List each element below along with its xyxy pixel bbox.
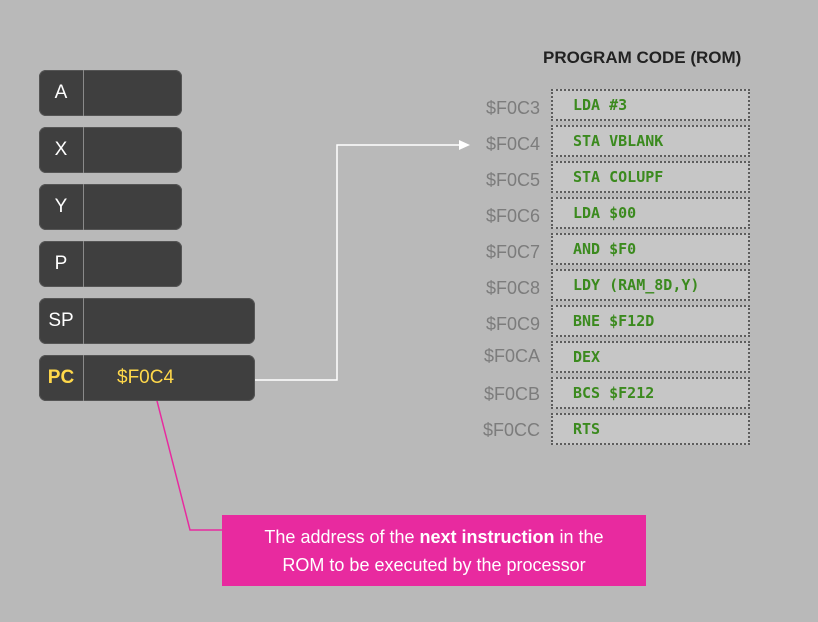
pc-to-rom-arrow [222,144,460,381]
rom-address: $F0C6 [485,206,540,226]
register-sp: SP [39,298,255,344]
register-name: X [39,127,84,173]
rom-instruction: STA VBLANK [551,125,750,157]
pc-value: $F0C4 [117,367,175,388]
pc-to-note-line [155,396,222,531]
note-emphasis: next instruction [419,526,555,547]
register-name: A [39,70,84,116]
rom-instruction: AND $F0 [551,233,750,265]
rom-title: PROGRAM CODE (ROM) [543,48,742,67]
register-name: SP [39,298,84,344]
rom-instruction: RTS [551,413,750,445]
register-name: P [39,241,84,287]
rom-address: $F0CA [483,346,540,366]
register-p: P [39,241,182,287]
rom-address: $F0C4 [485,134,540,154]
rom-instruction: STA COLUPF [551,161,750,193]
rom-address: $F0CB [483,384,540,404]
rom-instruction: LDY (RAM_8D,Y) [551,269,750,301]
register-name: Y [39,184,84,230]
rom-address: $F0C9 [485,314,540,334]
register-a: A [39,70,182,116]
rom-instruction: DEX [551,341,750,373]
register-y: Y [39,184,182,230]
rom-instruction: LDA $00 [551,197,750,229]
register-pc: PC $F0C4 [39,355,255,401]
note-text: The address of the [264,526,420,547]
rom-address: $F0C8 [485,278,540,298]
rom-address: $F0C3 [485,98,540,118]
register-x: X [39,127,182,173]
rom-instruction: LDA #3 [551,89,750,121]
rom-address: $F0CC [482,420,540,440]
register-name: PC [39,355,84,401]
arrow-head-icon [459,140,470,150]
rom-address: $F0C7 [485,242,540,262]
rom-instruction: BNE $F12D [551,305,750,337]
rom-instruction: BCS $F212 [551,377,750,409]
note-text: ROM to be executed by the processor [282,554,586,575]
explanation-callout: The address of the next instruction in t… [222,515,646,586]
rom-address: $F0C5 [485,170,540,190]
note-text: in the [554,526,604,547]
